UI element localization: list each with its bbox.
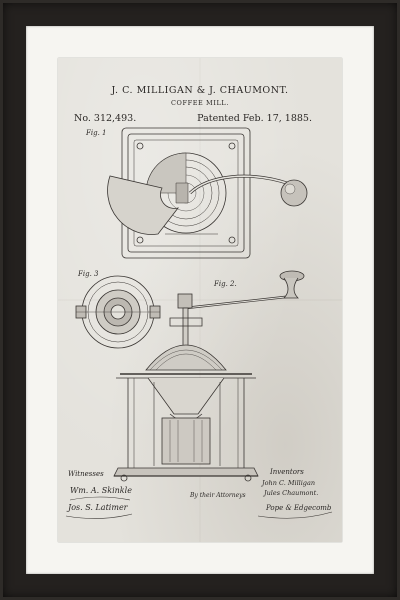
inventor-signature-1: John C. Milligan xyxy=(262,479,316,487)
fig3-label: Fig. 3 xyxy=(78,270,99,278)
fig1-label: Fig. 1 xyxy=(86,129,107,137)
fig2-side-elevation-drawing xyxy=(113,270,305,482)
witness-signature-2: Jos. S. Latimer xyxy=(68,503,128,512)
patent-title: COFFEE MILL. xyxy=(170,99,229,107)
witness-signature-1: Wm. A. Skinkle xyxy=(70,486,132,495)
inventors-heading: J. C. MILLIGAN & J. CHAUMONT. xyxy=(111,85,289,96)
fig1-top-view-drawing xyxy=(107,127,308,259)
witnesses-label: Witnesses xyxy=(68,470,104,478)
signature-flourishes xyxy=(65,496,333,519)
attorneys-label: By their Attorneys xyxy=(190,492,246,499)
patent-date: Patented Feb. 17, 1885. xyxy=(197,113,312,124)
fig3-grinder-drawing xyxy=(75,275,161,349)
fig2-label: Fig. 2. xyxy=(214,280,237,288)
attorneys-signature: Pope & Edgecomb xyxy=(266,504,332,512)
inventors-label: Inventors xyxy=(270,468,304,476)
patent-document: J. C. MILLIGAN & J. CHAUMONT. COFFEE MIL… xyxy=(58,58,342,542)
patent-number: No. 312,493. xyxy=(74,113,137,124)
patent-drawing xyxy=(65,127,333,519)
inventor-signature-2: Jules Chaumont. xyxy=(264,489,319,497)
